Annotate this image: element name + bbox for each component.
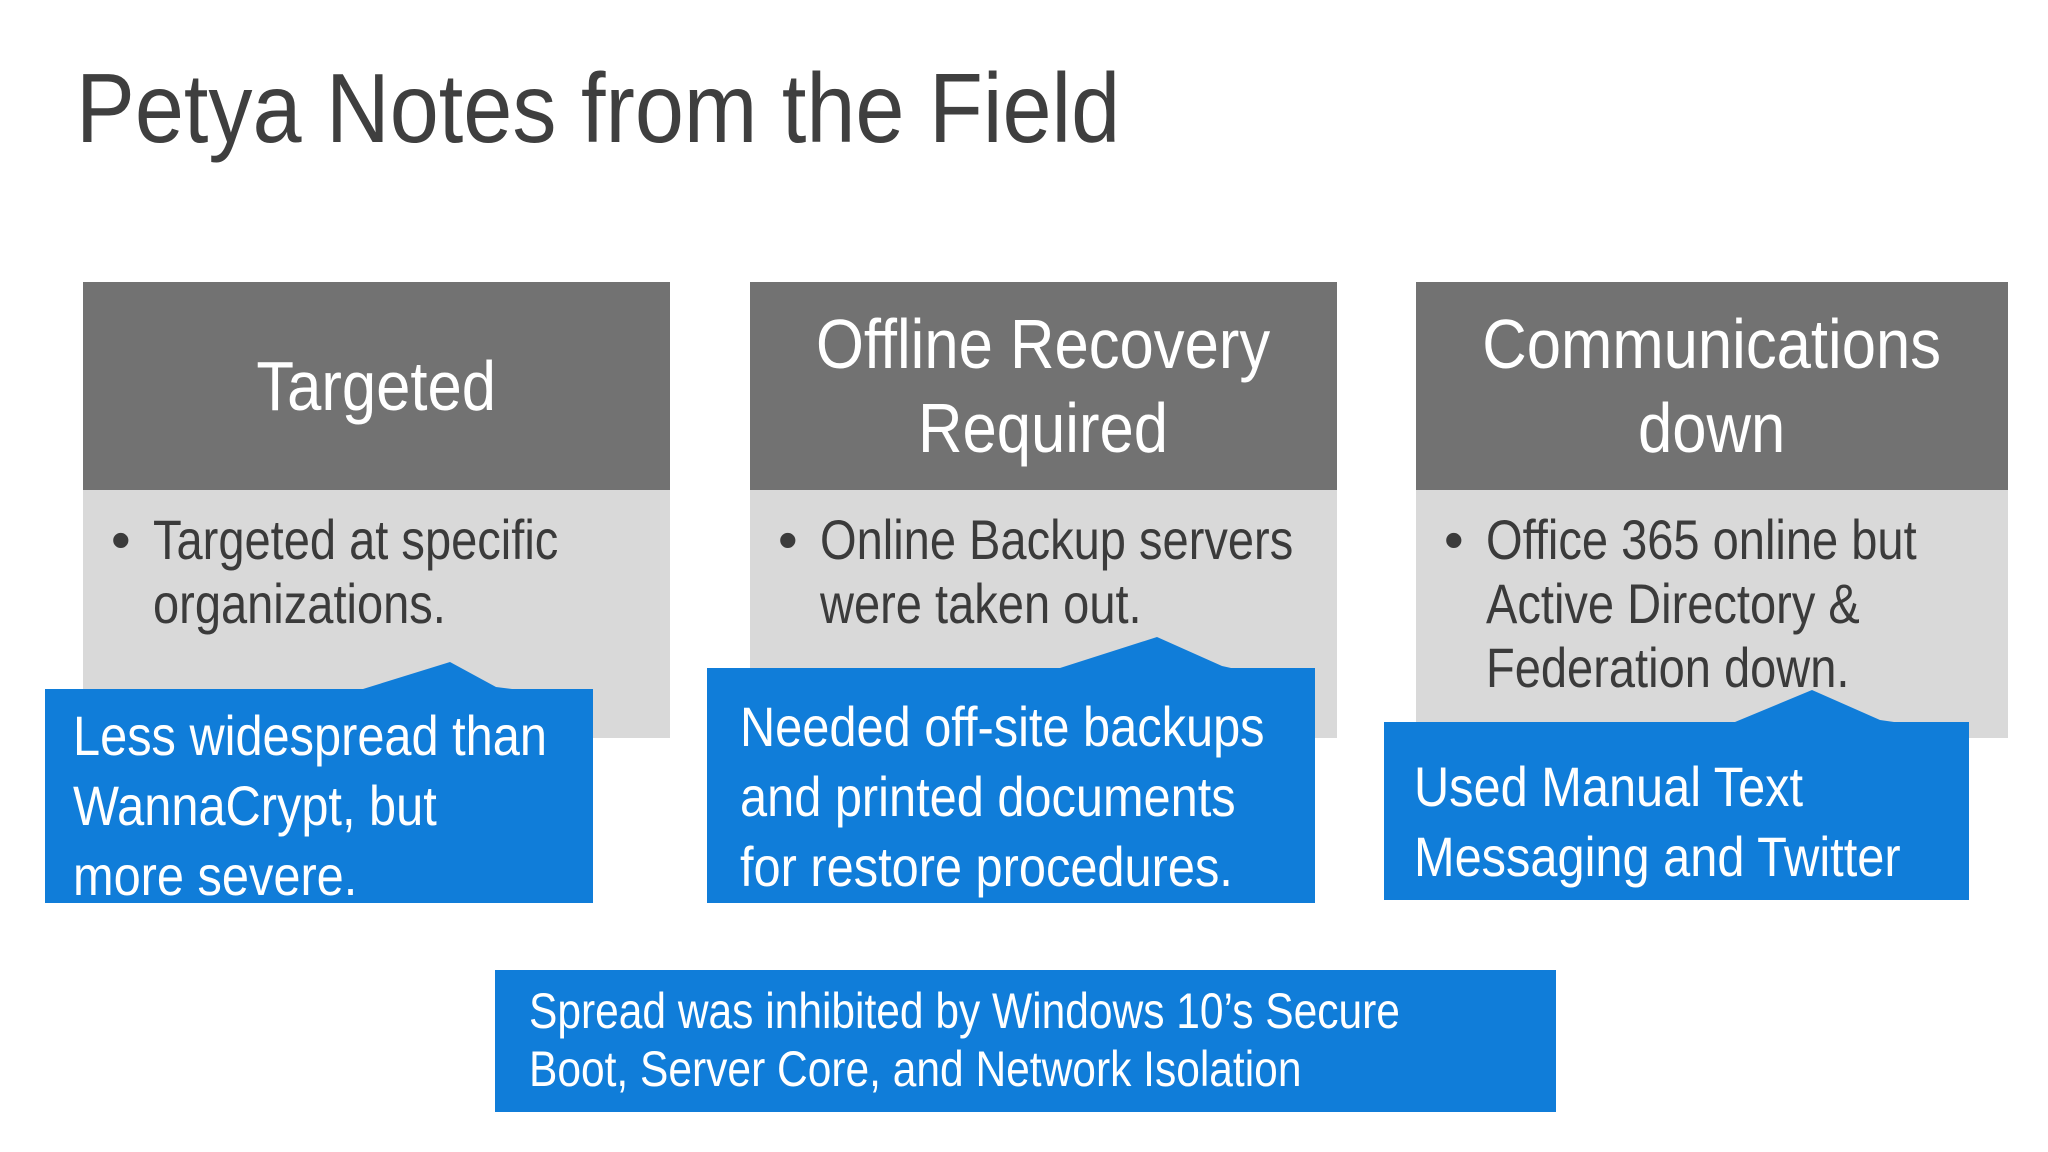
callout-targeted: Less widespread than WannaCrypt, but mor…: [45, 662, 593, 907]
bullet-item: • Online Backup servers were taken out.: [750, 490, 1337, 636]
callout-bubble-shape: [707, 637, 1315, 903]
bullet-icon: •: [111, 508, 131, 571]
column-header-line: Offline Recovery: [816, 305, 1271, 383]
column-header-line: Communications: [1482, 305, 1942, 383]
callout-text: Needed off-site backups and printed docu…: [707, 637, 1315, 902]
callout-bubble-shape: [45, 662, 593, 903]
callout-line: Used Manual Text: [1414, 755, 1804, 818]
column-header-targeted: Targeted: [83, 282, 670, 490]
bullet-line: organizations.: [153, 572, 446, 635]
bullet-text: Office 365 online but Active Directory &…: [1486, 508, 1999, 700]
bullet-line: were taken out.: [820, 572, 1142, 635]
callout-line: Messaging and Twitter: [1414, 825, 1901, 888]
column-header-communications: Communications down: [1416, 282, 2008, 490]
column-header-line: Targeted: [256, 347, 497, 425]
callout-text: Used Manual Text Messaging and Twitter: [1384, 690, 1969, 892]
bullet-line: Federation down.: [1486, 636, 1850, 699]
bullet-text: Targeted at specific organizations.: [153, 508, 635, 636]
callout-line: Less widespread than: [73, 704, 547, 767]
slide-title: Petya Notes from the Field: [76, 53, 1121, 163]
callout-line: Needed off-site backups: [740, 695, 1265, 758]
footer-callout: Spread was inhibited by Windows 10’s Sec…: [495, 970, 1556, 1112]
bullet-line: Office 365 online but: [1486, 508, 1917, 571]
bullet-item: • Targeted at specific organizations.: [83, 490, 670, 636]
column-header-line: Required: [918, 389, 1169, 467]
footer-text: Spread was inhibited by Windows 10’s Sec…: [495, 970, 1556, 1098]
callout-offline-recovery: Needed off-site backups and printed docu…: [707, 637, 1315, 903]
bullet-text: Online Backup servers were taken out.: [820, 508, 1383, 636]
bullet-line: Online Backup servers: [820, 508, 1294, 571]
callout-text: Less widespread than WannaCrypt, but mor…: [45, 662, 593, 911]
footer-line: Spread was inhibited by Windows 10’s Sec…: [529, 983, 1400, 1039]
column-body-communications: • Office 365 online but Active Directory…: [1416, 490, 2008, 738]
bullet-icon: •: [778, 508, 798, 571]
callout-bubble-shape: [1384, 690, 1969, 900]
callout-line: more severe.: [73, 844, 358, 907]
column-header-offline-recovery: Offline Recovery Required: [750, 282, 1337, 490]
callout-line: and printed documents: [740, 765, 1236, 828]
callout-line: WannaCrypt, but: [73, 774, 437, 837]
column-header-line: down: [1638, 389, 1786, 467]
bullet-icon: •: [1444, 508, 1464, 571]
bullet-item: • Office 365 online but Active Directory…: [1416, 490, 2008, 700]
bullet-line: Targeted at specific: [153, 508, 559, 571]
callout-line: for restore procedures.: [740, 835, 1233, 898]
bullet-line: Active Directory &: [1486, 572, 1860, 635]
footer-line: Boot, Server Core, and Network Isolation: [529, 1041, 1302, 1097]
callout-communications: Used Manual Text Messaging and Twitter: [1384, 690, 1969, 900]
